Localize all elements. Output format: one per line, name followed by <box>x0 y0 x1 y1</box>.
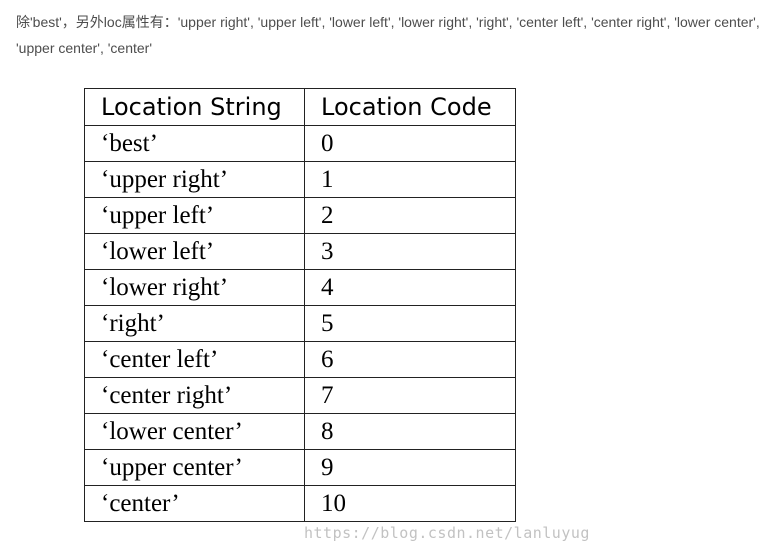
table-header-row: Location String Location Code <box>84 88 516 126</box>
location-code-cell: 8 <box>304 413 516 450</box>
table-row: ‘center right’ 7 <box>84 377 516 414</box>
location-code-cell: 6 <box>304 341 516 378</box>
table-row: ‘lower center’ 8 <box>84 413 516 450</box>
location-string-cell: ‘right’ <box>84 305 305 342</box>
location-string-cell: ‘center’ <box>84 485 305 522</box>
table-row: ‘right’ 5 <box>84 305 516 342</box>
location-string-cell: ‘center left’ <box>84 341 305 378</box>
header-location-code: Location Code <box>304 88 516 126</box>
location-table: Location String Location Code ‘best’ 0 ‘… <box>84 88 516 522</box>
header-location-string: Location String <box>84 88 305 126</box>
location-code-cell: 4 <box>304 269 516 306</box>
location-string-cell: ‘lower center’ <box>84 413 305 450</box>
location-code-cell: 9 <box>304 449 516 486</box>
location-string-cell: ‘lower left’ <box>84 233 305 270</box>
location-table-container: Location String Location Code ‘best’ 0 ‘… <box>84 88 516 522</box>
location-string-cell: ‘lower right’ <box>84 269 305 306</box>
table-row: ‘center’ 10 <box>84 485 516 522</box>
location-code-cell: 7 <box>304 377 516 414</box>
table-row: ‘center left’ 6 <box>84 341 516 378</box>
table-row: ‘lower left’ 3 <box>84 233 516 270</box>
table-row: ‘upper right’ 1 <box>84 161 516 198</box>
location-string-cell: ‘upper center’ <box>84 449 305 486</box>
intro-paragraph: 除'best'，另外loc属性有：'upper right', 'upper l… <box>16 14 760 56</box>
location-code-cell: 0 <box>304 125 516 162</box>
table-row: ‘lower right’ 4 <box>84 269 516 306</box>
table-row: ‘best’ 0 <box>84 125 516 162</box>
location-string-cell: ‘center right’ <box>84 377 305 414</box>
table-row: ‘upper center’ 9 <box>84 449 516 486</box>
table-row: ‘upper left’ 2 <box>84 197 516 234</box>
watermark-url: https://blog.csdn.net/lanluyug <box>304 524 590 542</box>
location-code-cell: 2 <box>304 197 516 234</box>
location-string-cell: ‘upper left’ <box>84 197 305 234</box>
location-code-cell: 10 <box>304 485 516 522</box>
location-code-cell: 5 <box>304 305 516 342</box>
location-string-cell: ‘best’ <box>84 125 305 162</box>
location-code-cell: 3 <box>304 233 516 270</box>
location-code-cell: 1 <box>304 161 516 198</box>
location-string-cell: ‘upper right’ <box>84 161 305 198</box>
